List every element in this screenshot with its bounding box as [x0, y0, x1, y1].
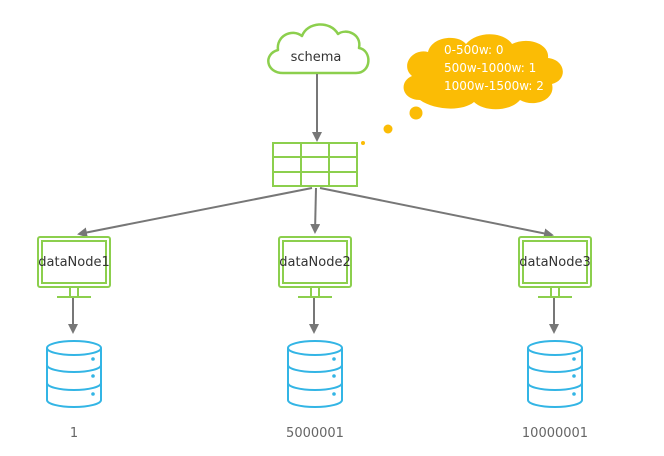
data-node-label: dataNode2: [279, 255, 350, 270]
monitor-icon: [518, 236, 592, 298]
monitor-icon: [278, 236, 352, 298]
db-start-id-label: 5000001: [286, 426, 344, 441]
rule-line-0: 0-500w: 0: [444, 43, 504, 57]
db-start-id-label: 10000001: [522, 426, 588, 441]
schema-label: schema: [291, 50, 342, 65]
arrow-table-to-node2: [310, 187, 321, 234]
database-icon: [527, 340, 583, 408]
bubble-dot-small: [361, 141, 365, 145]
rule-line-1: 500w-1000w: 1: [444, 61, 536, 75]
bubble-cloud-icon: [403, 34, 563, 110]
arrow-table-to-node3: [319, 187, 554, 239]
routing-rule-bubble: 0-500w: 0 500w-1000w: 1 1000w-1500w: 2: [361, 34, 563, 145]
cloud-icon: [267, 23, 370, 75]
arrow-table-to-node1: [77, 187, 313, 238]
data-node-label: dataNode3: [519, 255, 590, 270]
rule-line-2: 1000w-1500w: 2: [444, 79, 544, 93]
bubble-dot-large: [409, 106, 423, 120]
routing-table-icon: [272, 142, 358, 187]
data-node-label: dataNode1: [38, 255, 109, 270]
db-start-id-label: 1: [70, 426, 78, 441]
data-node-3: dataNode3 10000001: [518, 236, 592, 441]
data-node-1: dataNode1 1: [37, 236, 111, 441]
database-icon: [46, 340, 102, 408]
schema-cloud: schema: [267, 23, 370, 75]
data-node-2: dataNode2 5000001: [278, 236, 352, 441]
database-icon: [287, 340, 343, 408]
monitor-icon: [37, 236, 111, 298]
bubble-dot-medium: [383, 124, 393, 134]
